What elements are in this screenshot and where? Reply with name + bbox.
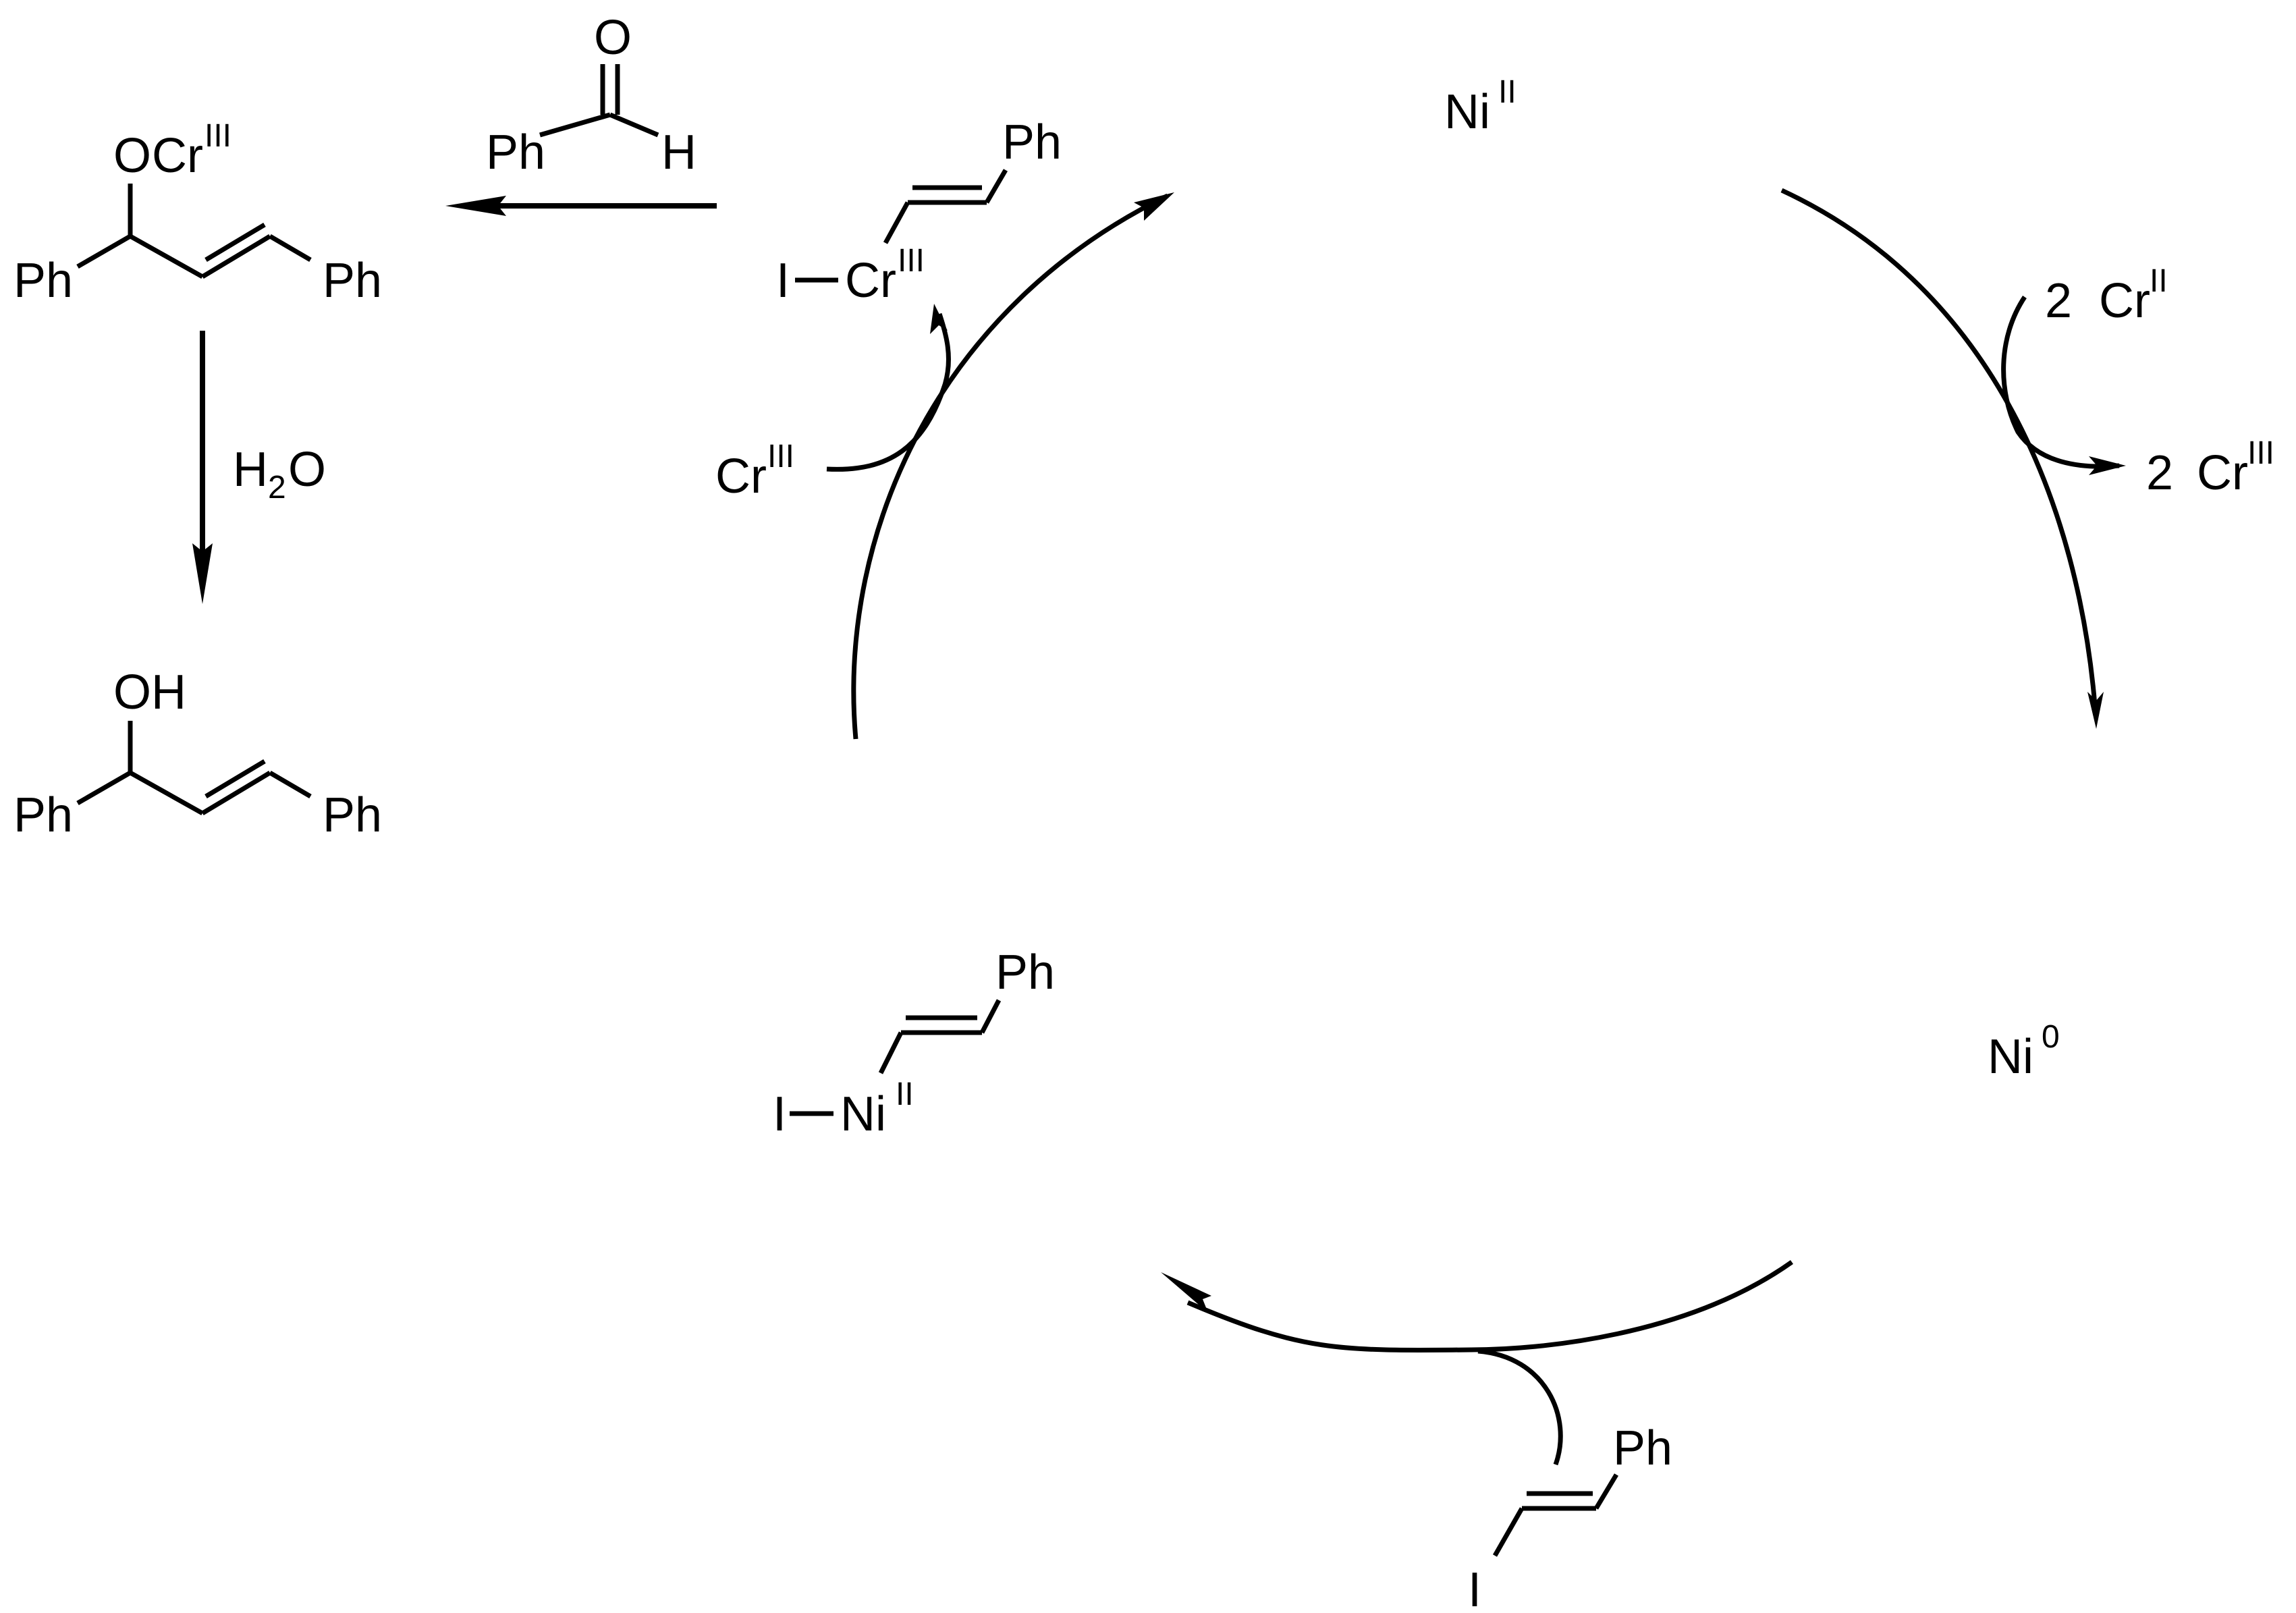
cr-ii-reagent: 2 Cr II: [2045, 263, 2168, 328]
bond: [883, 201, 910, 244]
bond: [878, 1031, 904, 1074]
benzaldehyde-structure: O Ph H: [486, 11, 696, 180]
alcohol-ph-right: Ph: [323, 788, 382, 842]
ni-0-species: Ni 0: [1988, 1019, 2060, 1084]
vinyl-nickel-ph: Ph: [995, 946, 1055, 1000]
bond: [269, 234, 312, 263]
cr-iii-in-symbol: Cr: [715, 449, 767, 503]
cr-iii-symbol: Cr: [2197, 446, 2248, 500]
oxidative-addition-arrowhead: [1161, 1272, 1211, 1313]
cr-ii-coef: 2: [2045, 274, 2072, 328]
cr-iii-ox-state: III: [2247, 435, 2274, 471]
ni-ii-symbol: Ni: [1444, 85, 1490, 139]
vinyl-chromium-species: Ph I Cr III: [776, 115, 1062, 308]
cr-reductant-arrowhead: [2089, 456, 2126, 475]
water-h: H: [233, 443, 268, 497]
allylic-alcohol-structure: OH Ph Ph: [13, 665, 382, 842]
chromium-alkoxide-structure: O Cr III Ph Ph: [13, 118, 382, 308]
alkoxide-o: O: [113, 129, 151, 183]
alkoxide-ph-left: Ph: [13, 254, 73, 308]
cr-iii-coef: 2: [2146, 446, 2173, 500]
vinyl-iodide-in-arrow: [1477, 1348, 1563, 1466]
ni-0-ox-state: 0: [2042, 1019, 2060, 1055]
ni-ii-ox-state: II: [1498, 74, 1516, 110]
cr-ii-symbol: Cr: [2099, 274, 2150, 328]
bond: [129, 770, 204, 816]
vinyl-nickel-i: I: [773, 1087, 786, 1141]
bond: [1492, 1507, 1525, 1557]
bond: [129, 234, 204, 279]
ni-ii-species: Ni II: [1444, 74, 1516, 139]
alkoxide-cr: Cr: [152, 129, 203, 183]
vinyl-nickel-species: Ph I Ni II: [773, 946, 1055, 1141]
vinyl-chromium-cr: Cr: [845, 254, 896, 308]
bond: [269, 770, 312, 799]
hydrolysis-arrowhead: [192, 543, 213, 604]
cr-exchange-arrow: [826, 312, 951, 472]
alkoxide-ph-right: Ph: [323, 254, 382, 308]
cr-exchange-arrowhead: [930, 304, 948, 334]
vinyl-chromium-ph: Ph: [1002, 115, 1062, 169]
alcohol-oh: OH: [113, 665, 186, 719]
transmetalation-arrowhead: [1134, 192, 1174, 221]
reduction-arrowhead: [2087, 692, 2104, 729]
bond: [201, 770, 271, 816]
cr-iii-reagent: Cr III: [715, 439, 794, 503]
oxidative-addition-arrow: [1186, 1260, 1794, 1353]
vinyl-chromium-ox-state: III: [898, 243, 925, 279]
vinyl-iodide-ph: Ph: [1613, 1421, 1672, 1475]
ph-c-bond: [76, 770, 132, 806]
double-bond-line: [204, 759, 266, 799]
benzaldehyde-o: O: [594, 11, 632, 65]
bond: [979, 999, 1002, 1034]
cr-iii-product: 2 Cr III: [2146, 435, 2274, 500]
water-reagent: H 2 O: [233, 443, 326, 505]
reduction-arrow: [1780, 188, 2098, 706]
ni-0-symbol: Ni: [1988, 1030, 2033, 1084]
water-sub: 2: [268, 470, 286, 505]
benzaldehyde-h: H: [661, 126, 696, 180]
vinyl-iodide-i: I: [1468, 1563, 1481, 1613]
double-bond-line: [204, 222, 266, 263]
alkoxide-ox-state: III: [204, 118, 231, 154]
cr-reductant-arrow: [2001, 296, 2120, 469]
ph-c-bond: [76, 234, 132, 269]
vinyl-nickel-ni: Ni: [840, 1087, 886, 1141]
alcohol-ph-left: Ph: [13, 788, 73, 842]
vinyl-iodide-structure: Ph I: [1468, 1421, 1672, 1613]
cr-ii-ox-state: II: [2150, 263, 2168, 299]
cr-iii-in-ox-state: III: [767, 439, 794, 474]
bond: [1593, 1473, 1619, 1510]
addition-arrowhead: [445, 196, 506, 216]
vinyl-nickel-ox-state: II: [896, 1076, 914, 1112]
bond: [984, 169, 1008, 204]
ph-c-bond: [539, 112, 611, 138]
water-o: O: [288, 443, 326, 497]
vinyl-chromium-i: I: [776, 254, 790, 308]
c-h-bond: [609, 112, 659, 138]
bond: [201, 234, 271, 279]
benzaldehyde-ph: Ph: [486, 126, 545, 180]
